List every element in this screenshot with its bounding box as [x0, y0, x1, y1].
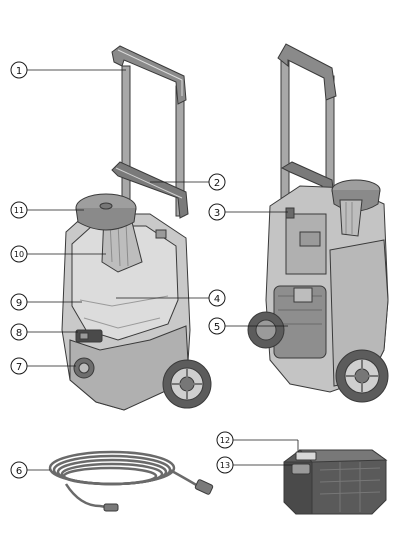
- callout-1-label: 1: [16, 66, 22, 77]
- pressure-washer-front-view: [61, 45, 212, 411]
- handle-rod-left: [121, 65, 131, 217]
- callout-8-label: 8: [16, 328, 22, 339]
- callout-13-label: 13: [220, 461, 230, 470]
- callout-6-label: 6: [16, 466, 22, 477]
- callout-11: 11: [10, 201, 28, 219]
- callout-2-label: 2: [214, 178, 220, 189]
- callout-13: 13: [216, 456, 234, 474]
- callout-11-label: 11: [14, 206, 24, 215]
- high-pressure-hose: [48, 450, 199, 510]
- callout-4-label: 4: [214, 294, 220, 305]
- callout-2: 2: [208, 173, 226, 191]
- callout-1: 1: [10, 61, 28, 79]
- callout-12: 12: [216, 431, 234, 449]
- callout-3: 3: [208, 203, 226, 221]
- callout-5: 5: [208, 317, 226, 335]
- hose-connector-end: [194, 479, 214, 495]
- callout-12-label: 12: [220, 436, 230, 445]
- battery-release-button: [291, 463, 311, 475]
- callout-10-label: 10: [14, 250, 24, 259]
- rear-top-grip: [277, 43, 337, 101]
- top-handle-grip: [111, 45, 187, 105]
- callout-7: 7: [10, 357, 28, 375]
- callout-5-label: 5: [214, 322, 220, 333]
- callout-7-label: 7: [16, 362, 22, 373]
- leader-lines: [27, 69, 299, 471]
- callout-9-label: 9: [16, 298, 22, 309]
- handle-release-button: [285, 207, 295, 219]
- callout-10: 10: [10, 245, 28, 263]
- lower-handle-grip: [111, 161, 189, 219]
- callout-9: 9: [10, 293, 28, 311]
- callout-8: 8: [10, 323, 28, 341]
- callout-3-label: 3: [214, 208, 220, 219]
- battery-pack: [283, 449, 388, 515]
- hose-nozzle-end: [103, 503, 119, 512]
- callout-6: 6: [10, 461, 28, 479]
- battery-charge-indicator: [295, 451, 317, 461]
- pressure-washer-rear-view: [247, 43, 389, 403]
- callout-4: 4: [208, 289, 226, 307]
